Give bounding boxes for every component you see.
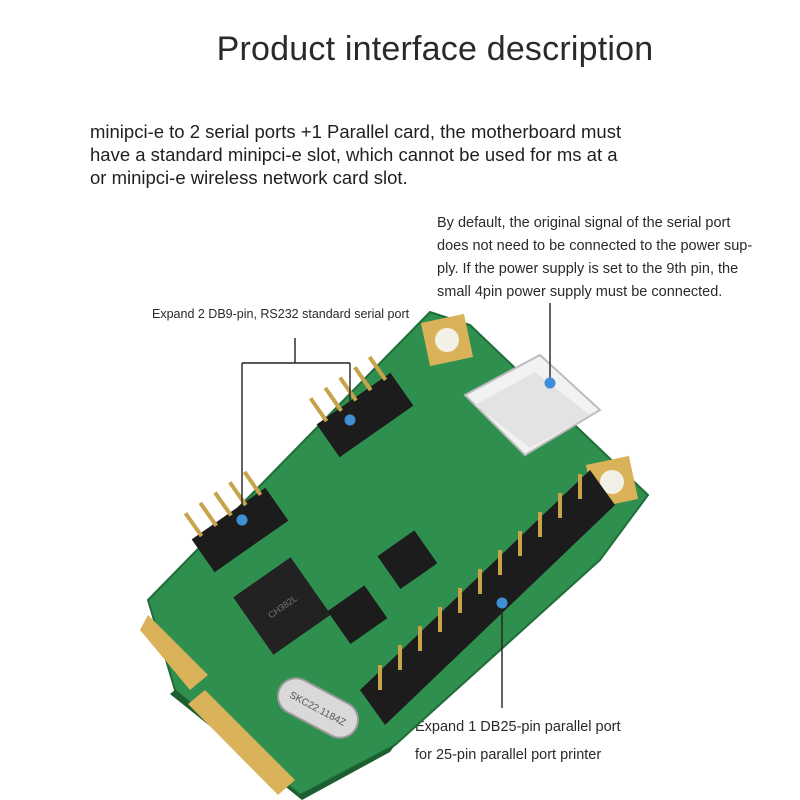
- serial-pointer-lines: [241, 338, 351, 520]
- parallel-label-line: for 25-pin parallel port printer: [415, 747, 602, 763]
- serial-marker-dot: [344, 414, 356, 426]
- edge-connector: [140, 615, 208, 690]
- serial-header: [308, 355, 414, 458]
- intro-paragraph: minipci-e to 2 serial ports +1 Parallel …: [90, 120, 710, 189]
- page-title: Product interface description: [216, 30, 654, 68]
- jumper-block: [327, 585, 388, 645]
- intro-line: minipci-e to 2 serial ports +1 Parallel …: [90, 121, 622, 142]
- serial-marker-dot: [236, 514, 248, 526]
- mount-hole: [435, 328, 459, 352]
- parallel-header: [360, 470, 615, 725]
- jumper-block: [377, 530, 438, 590]
- parallel-marker-dot: [496, 597, 508, 609]
- power-note-line: By default, the original signal of the s…: [437, 215, 731, 231]
- mount-hole: [600, 470, 624, 494]
- power-note-line: small 4pin power supply must be connecte…: [437, 284, 723, 300]
- power-connector: [463, 353, 602, 457]
- power-note-line: ply. If the power supply is set to the 9…: [437, 261, 739, 277]
- parallel-label-line: Expand 1 DB25-pin parallel port: [415, 719, 621, 735]
- crystal-oscillator: SKC22.1184Z: [276, 677, 360, 739]
- power-note: By default, the original signal of the s…: [437, 212, 797, 304]
- power-note-line: does not need to be connected to the pow…: [437, 238, 753, 254]
- parallel-port-label: Expand 1 DB25-pin parallel port for 25-p…: [415, 713, 621, 769]
- edge-connector: [188, 690, 295, 795]
- power-marker-dot: [544, 377, 556, 389]
- intro-line: or minipci-e wireless network card slot.: [90, 167, 408, 188]
- serial-port-label: Expand 2 DB9-pin, RS232 standard serial …: [152, 307, 410, 321]
- controller-chip: CH382L: [233, 557, 331, 655]
- intro-line: have a standard minipci-e slot, which ca…: [90, 144, 618, 165]
